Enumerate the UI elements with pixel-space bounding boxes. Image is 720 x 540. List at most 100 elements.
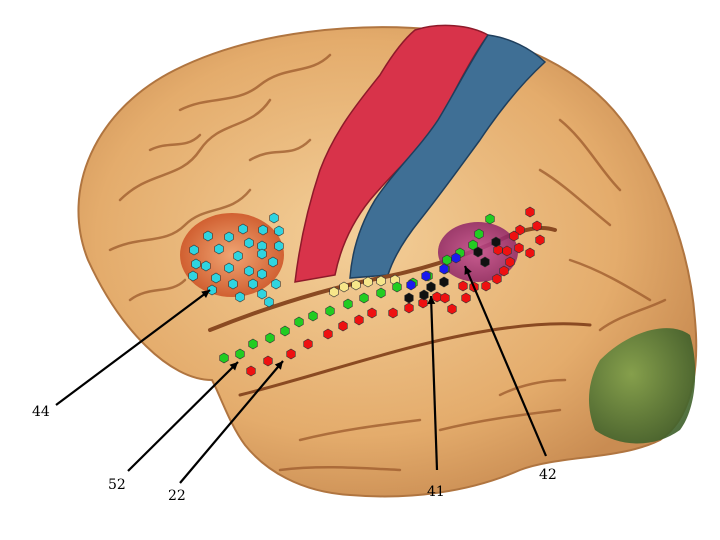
electrode-marker-black	[419, 289, 429, 301]
electrode-marker-blue	[406, 279, 416, 291]
electrode-marker-cyan	[228, 278, 238, 290]
electrode-marker-cyan	[224, 262, 234, 274]
electrode-marker-green	[468, 239, 478, 251]
electrode-marker-red	[286, 348, 296, 360]
electrode-marker-red	[525, 247, 535, 259]
electrode-marker-cyan	[257, 268, 267, 280]
electrode-marker-green	[294, 316, 304, 328]
electrode-marker-cyan	[244, 265, 254, 277]
label-area-22: 22	[168, 488, 186, 504]
leader-lines	[55, 265, 548, 484]
electrode-marker-red	[515, 224, 525, 236]
electrode-marker-cyan	[191, 258, 201, 270]
electrode-marker-green	[265, 332, 275, 344]
electrode-marker-cyan	[257, 288, 267, 300]
electrode-marker-red	[525, 206, 535, 218]
electrode-marker-black	[491, 236, 501, 248]
electrode-marker-red	[440, 292, 450, 304]
electrode-marker-cyan	[207, 284, 217, 296]
electrode-marker-red	[367, 307, 377, 319]
electrode-marker-red	[505, 256, 515, 268]
electrode-marker-yellow	[339, 281, 349, 293]
electrode-marker-cyan	[248, 278, 258, 290]
electrode-marker-red	[481, 280, 491, 292]
label-area-41: 41	[427, 484, 445, 500]
electrode-marker-green	[280, 325, 290, 337]
electrode-marker-red	[502, 245, 512, 257]
electrode-marker-red	[338, 320, 348, 332]
electrode-marker-red	[514, 242, 524, 254]
electrode-marker-red	[263, 355, 273, 367]
sensory-strip	[349, 34, 547, 279]
leader-area-41	[427, 295, 439, 471]
electrode-marker-green	[392, 281, 402, 293]
electrode-marker-red	[535, 234, 545, 246]
electrode-marker-cyan	[235, 291, 245, 303]
electrode-marker-red	[388, 307, 398, 319]
electrode-marker-yellow	[329, 286, 339, 298]
electrode-marker-cyan	[257, 248, 267, 260]
electrode-marker-black	[480, 256, 490, 268]
electrode-marker-cyan	[268, 256, 278, 268]
electrode-marker-black	[426, 281, 436, 293]
electrode-marker-black	[439, 276, 449, 288]
electrode-marker-cyan	[188, 270, 198, 282]
electrode-marker-red	[447, 303, 457, 315]
electrode-marker-green	[235, 348, 245, 360]
electrode-marker-cyan	[269, 212, 279, 224]
leader-area-42	[463, 265, 548, 457]
electrode-marker-cyan	[271, 278, 281, 290]
electrode-marker-green	[359, 292, 369, 304]
electrode-marker-green	[343, 298, 353, 310]
electrode-marker-cyan	[189, 244, 199, 256]
electrode-marker-black	[473, 246, 483, 258]
electrode-marker-black	[404, 292, 414, 304]
electrode-marker-cyan	[224, 231, 234, 243]
electrode-marker-red	[509, 230, 519, 242]
electrode-marker-green	[325, 305, 335, 317]
electrode-marker-green	[248, 338, 258, 350]
electrode-marker-red	[492, 273, 502, 285]
label-area-52: 52	[108, 477, 126, 493]
electrode-marker-red	[461, 292, 471, 304]
label-area-42: 42	[539, 467, 557, 483]
electrode-marker-cyan	[211, 272, 221, 284]
electrode-marker-cyan	[274, 225, 284, 237]
electrode-marker-green	[308, 310, 318, 322]
electrode-marker-yellow	[376, 275, 386, 287]
leader-area-22	[179, 360, 284, 484]
electrode-marker-green	[474, 228, 484, 240]
electrode-marker-blue	[439, 263, 449, 275]
leader-area-44	[55, 289, 211, 406]
gyri-texture	[108, 53, 667, 472]
electrode-marker-cyan	[274, 240, 284, 252]
leader-area-52	[127, 361, 239, 472]
electrode-marker-green	[442, 254, 452, 266]
electrode-marker-red	[499, 265, 509, 277]
electrode-marker-red	[418, 297, 428, 309]
electrode-marker-cyan	[201, 260, 211, 272]
electrode-marker-cyan	[258, 224, 268, 236]
electrode-marker-green	[376, 287, 386, 299]
electrode-marker-cyan	[203, 230, 213, 242]
electrode-marker-red	[493, 244, 503, 256]
electrode-marker-cyan	[264, 296, 274, 308]
electrode-marker-red	[303, 338, 313, 350]
electrode-marker-green	[219, 352, 229, 364]
electrode-marker-cyan	[244, 237, 254, 249]
electrode-marker-yellow	[351, 279, 361, 291]
electrode-marker-red	[246, 365, 256, 377]
electrode-marker-cyan	[214, 243, 224, 255]
electrode-marker-blue	[451, 252, 461, 264]
electrode-marker-red	[458, 280, 468, 292]
electrode-marker-yellow	[363, 276, 373, 288]
label-area-44: 44	[32, 404, 50, 420]
electrode-markers	[188, 206, 545, 377]
electrode-marker-red	[354, 314, 364, 326]
electrode-marker-red	[404, 302, 414, 314]
electrode-marker-blue	[421, 270, 431, 282]
electrode-marker-red	[323, 328, 333, 340]
electrode-marker-red	[532, 220, 542, 232]
